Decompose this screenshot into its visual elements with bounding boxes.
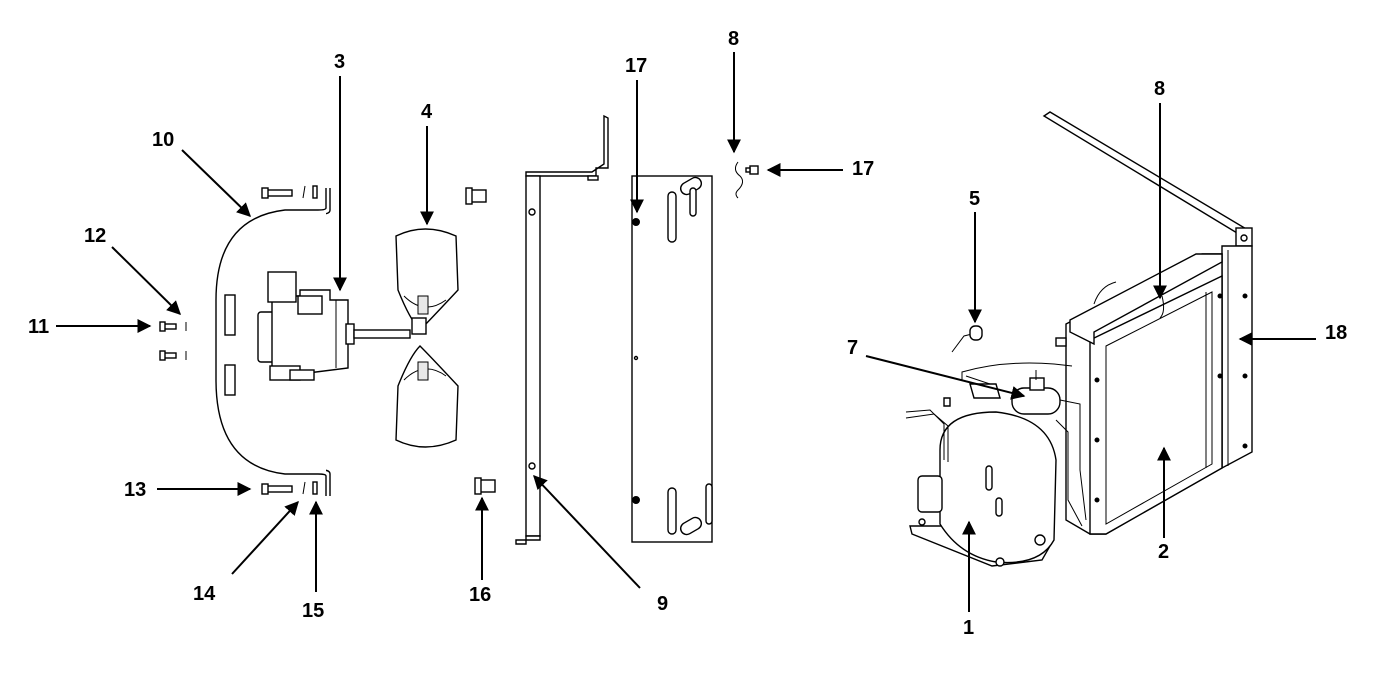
callout-17a: 17 bbox=[625, 55, 647, 77]
callout-9: 9 bbox=[657, 593, 668, 615]
screw-set-top bbox=[261, 185, 318, 199]
callout-10: 10 bbox=[152, 129, 174, 151]
callout-5: 5 bbox=[969, 188, 980, 210]
bushing-bottom bbox=[474, 477, 496, 495]
callout-1: 1 bbox=[963, 617, 974, 639]
leader-12 bbox=[111, 246, 181, 315]
callout-17b: 17 bbox=[852, 158, 874, 180]
callout-14: 14 bbox=[193, 583, 216, 605]
leader-14 bbox=[231, 500, 299, 575]
condenser-panel bbox=[631, 175, 713, 543]
bushing-top bbox=[465, 187, 487, 205]
callout-11: 11 bbox=[28, 316, 49, 338]
callout-8b: 8 bbox=[1154, 78, 1165, 100]
leader-lines bbox=[56, 52, 1316, 612]
fan-shroud bbox=[515, 114, 609, 545]
callout-4: 4 bbox=[421, 101, 433, 123]
callout-18: 18 bbox=[1325, 322, 1347, 344]
callout-16: 16 bbox=[469, 584, 491, 606]
screw-set-bottom bbox=[261, 481, 318, 495]
leader-10 bbox=[181, 149, 252, 217]
small-screws-left bbox=[159, 321, 187, 361]
callout-7: 7 bbox=[847, 337, 858, 359]
callout-8a: 8 bbox=[728, 28, 739, 50]
callout-labels: 3 4 10 12 11 13 14 15 16 9 17 8 17 8 5 7… bbox=[28, 28, 1347, 639]
callout-15: 15 bbox=[302, 600, 324, 622]
fan-motor bbox=[257, 271, 411, 381]
leader-9 bbox=[533, 474, 641, 589]
condensing-unit bbox=[905, 111, 1253, 567]
panel-clip bbox=[734, 161, 759, 199]
callout-2: 2 bbox=[1158, 541, 1169, 563]
leader-7 bbox=[865, 355, 1026, 400]
callout-13: 13 bbox=[124, 479, 146, 501]
callout-12: 12 bbox=[84, 225, 106, 247]
fan-blade bbox=[395, 228, 459, 448]
callout-3: 3 bbox=[334, 51, 345, 73]
